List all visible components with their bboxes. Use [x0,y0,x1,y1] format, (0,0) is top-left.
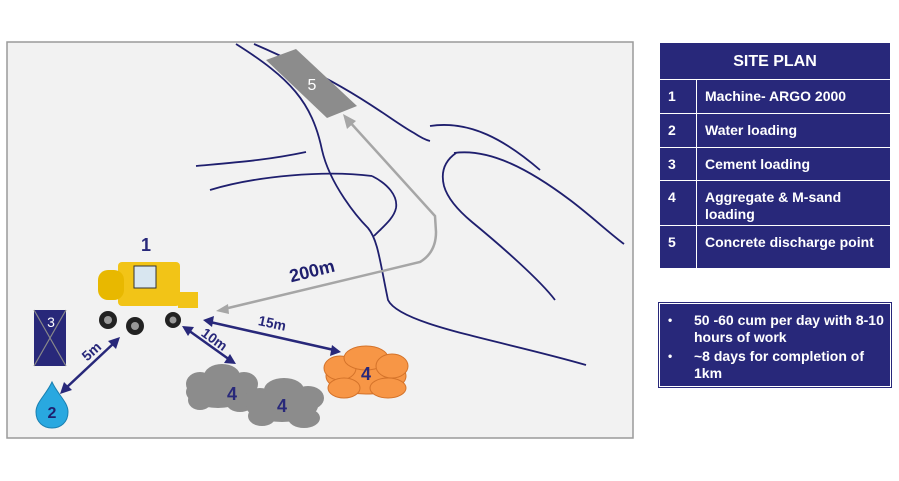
site-plan-title: SITE PLAN [659,42,891,80]
row-number: 4 [659,180,697,226]
machine-label: 1 [141,235,151,255]
water-label: 2 [48,405,57,422]
info-text: 50 -60 cum per day with 8-10 hours of wo… [694,312,884,345]
info-list: • 50 -60 cum per day with 8-10 hours of w… [660,304,890,382]
list-item: • 50 -60 cum per day with 8-10 hours of w… [664,312,884,346]
cement-label: 3 [47,314,55,330]
row-label: Machine- ARGO 2000 [696,79,891,114]
table-row: 1 Machine- ARGO 2000 [659,79,891,114]
production-info-box: • 50 -60 cum per day with 8-10 hours of w… [658,302,892,388]
distance-arrows [60,316,341,394]
machine-argo-2000 [98,262,198,335]
site-plan-header: SITE PLAN [659,42,891,80]
aggregate-label-a: 4 [227,384,237,404]
table-row: 2 Water loading [659,113,891,148]
aggregate-pile-b [244,378,324,428]
bullet-icon: • [668,313,673,327]
info-text: ~8 days for completion of 1km [694,348,864,381]
site-plan-table: SITE PLAN 1 Machine- ARGO 2000 2 Water l… [659,42,891,269]
list-item: • ~8 days for completion of 1km [664,348,884,382]
bullet-icon: • [668,349,673,363]
row-label: Aggregate & M-sand loading [696,180,891,226]
distance-15m: 15m [257,312,288,333]
row-label: Water loading [696,113,891,148]
discharge-route-arrow [216,114,438,314]
water-loading: 2 [35,380,69,429]
row-number: 2 [659,113,697,148]
discharge-point: 5 [266,49,357,118]
row-number: 5 [659,225,697,269]
row-label: Cement loading [696,147,891,181]
row-label: Concrete discharge point [696,225,891,269]
discharge-label: 5 [308,77,317,94]
aggregate-pile-a [186,364,258,412]
cement-loading: 3 [33,309,67,367]
table-row: 3 Cement loading [659,147,891,181]
table-row: 4 Aggregate & M-sand loading [659,180,891,226]
table-row: 5 Concrete discharge point [659,225,891,269]
row-number: 1 [659,79,697,114]
row-number: 3 [659,147,697,181]
msand-label: 4 [361,364,371,384]
msand-pile [323,345,409,399]
aggregate-label-b: 4 [277,396,287,416]
